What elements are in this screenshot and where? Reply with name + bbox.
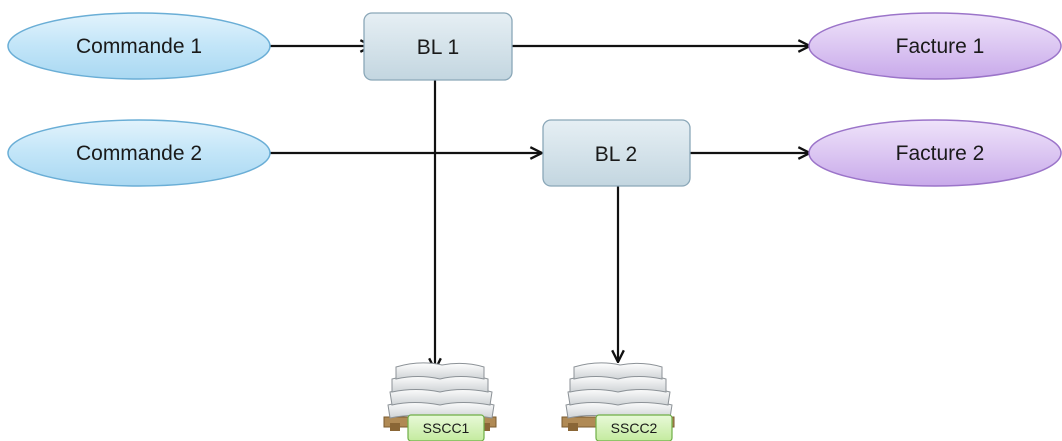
sscc-label-2: SSCC2 (611, 420, 658, 436)
order-node-1: Commande 1 (7, 12, 271, 80)
delivery-note-label-1: BL 1 (417, 36, 459, 59)
invoice-node-2: Facture 2 (808, 119, 1062, 187)
pallet-1: SSCC1 (383, 362, 497, 441)
delivery-note-node-1: BL 1 (363, 12, 513, 81)
sscc-label-1: SSCC1 (423, 420, 470, 436)
delivery-note-label-2: BL 2 (595, 143, 637, 166)
sscc-tag-2 (595, 414, 673, 441)
sscc-tag-1 (407, 414, 485, 441)
invoice-node-1: Facture 1 (808, 12, 1062, 80)
order-node-2: Commande 2 (7, 119, 271, 187)
pallet-2: SSCC2 (561, 362, 675, 441)
order-label-2: Commande 2 (76, 142, 202, 165)
delivery-note-node-2: BL 2 (542, 119, 691, 187)
invoice-label-2: Facture 2 (896, 142, 985, 165)
invoice-label-1: Facture 1 (896, 35, 985, 58)
order-label-1: Commande 1 (76, 35, 202, 58)
